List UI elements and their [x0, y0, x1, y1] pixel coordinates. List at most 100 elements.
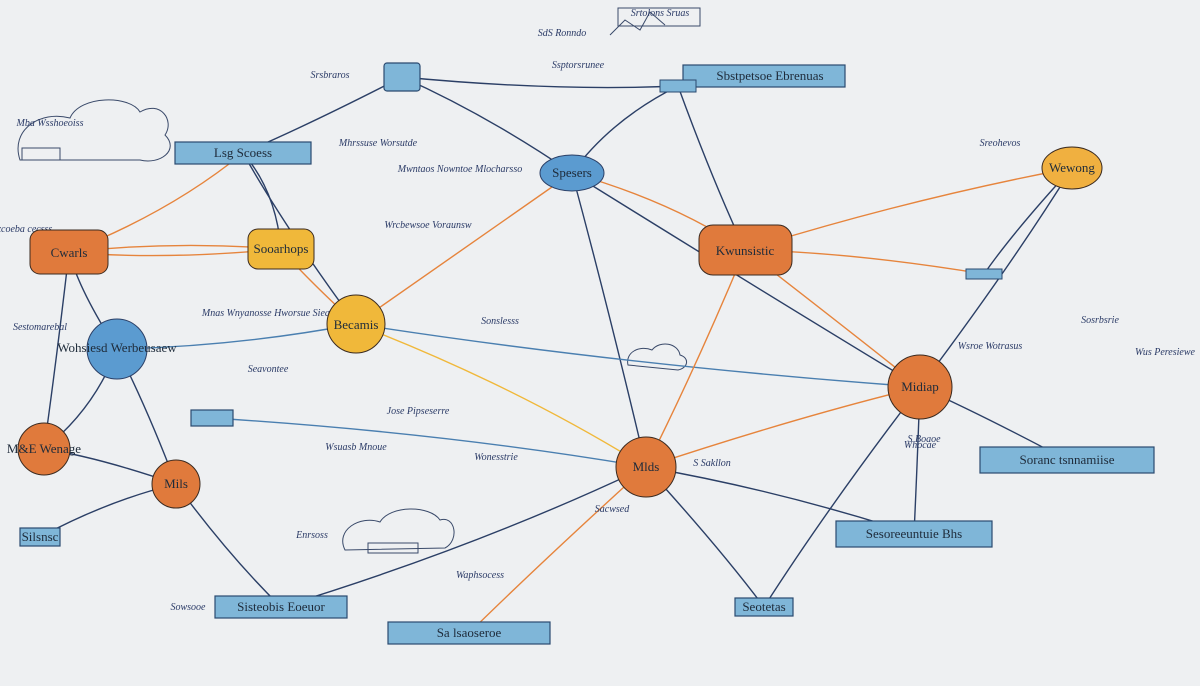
- box-bhs[interactable]: Sesoreeuntuie Bhs: [835, 520, 993, 548]
- box-scoess-label: Lsg Scoess: [214, 145, 272, 160]
- annotation-a9: Jose Pipseserre: [387, 406, 450, 417]
- box-small-mid-shape: [659, 79, 697, 93]
- cloud-sketch-bottom: [342, 508, 455, 551]
- edge-sp-bt: [571, 172, 647, 468]
- annotation-a6: Mwntaos Nowntoe Mlocharsso: [397, 164, 522, 175]
- annotation-a8: Mnas Wnyanosse Hworsue Sieaaet: [201, 308, 342, 319]
- node-mlds-label: Mlds: [633, 459, 660, 474]
- edge-t1-m1: [401, 76, 679, 89]
- box-scoess-shape: [174, 141, 312, 165]
- annotation-a13: Sreohevos: [980, 138, 1021, 149]
- annotation-a10: Wonesstrie: [474, 452, 518, 463]
- box-bhs-shape: [835, 520, 993, 548]
- annotation-a3: Srsbraros: [310, 70, 349, 81]
- edge-md-bt: [645, 386, 921, 468]
- sketch-rect-cloud: [21, 147, 61, 161]
- box-bhs-label: Sesoreeuntuie Bhs: [866, 526, 962, 541]
- node-sooarhops-label: Sooarhops: [254, 241, 309, 256]
- edge-t1-sp: [401, 76, 573, 174]
- annotation-a22: Wsroe Wotrasus: [958, 341, 1023, 352]
- sketch-rect-top: [617, 7, 701, 27]
- edge-ce-md: [355, 323, 921, 388]
- node-wenage-shape: [17, 422, 71, 476]
- node-wenage-label: M&E Wenage: [7, 441, 81, 456]
- node-spesers-shape: [539, 154, 605, 192]
- box-small-right-shape: [965, 268, 1003, 280]
- box-tsnnamiise[interactable]: Soranc tsnnamiise: [979, 446, 1155, 474]
- node-kwunsistic-shape: [698, 224, 793, 276]
- node-werbeusaew-shape: [86, 318, 148, 380]
- node-wewong-label: Wewong: [1049, 160, 1095, 175]
- node-wenage[interactable]: M&E Wenage: [7, 422, 81, 476]
- cloud-sketch-top-left: [17, 99, 171, 162]
- node-mils-shape: [151, 459, 201, 509]
- node-sooarhops[interactable]: Sooarhops: [247, 228, 315, 270]
- node-becamis-label: Becamis: [334, 317, 379, 332]
- box-silsnsc[interactable]: Silsnsc: [19, 527, 61, 547]
- box-small-top-shape: [383, 62, 421, 92]
- annotation-a7: Sonslesss: [481, 316, 519, 327]
- annotation-a5: Wrcbewsoe Voraunsw: [384, 220, 471, 231]
- node-kwunsistic-label: Kwunsistic: [716, 243, 775, 258]
- annotation-a25: S Sakllon: [693, 458, 731, 469]
- annotation-a11: Seavontee: [248, 364, 289, 375]
- sketch-layer: [17, 7, 701, 554]
- node-becamis[interactable]: Becamis: [326, 294, 386, 354]
- sketch-rect-bottom: [367, 542, 419, 554]
- node-sooarhops-shape: [247, 228, 315, 270]
- box-lsaoseroe-shape: [387, 621, 551, 645]
- box-ebrenuas-label: Sbstpetsoe Ebrenuas: [716, 68, 823, 83]
- node-spesers[interactable]: Spesers: [539, 154, 605, 192]
- node-kwunsistic[interactable]: Kwunsistic: [698, 224, 793, 276]
- node-werbeusaew-label: Wohsiesd Werbeusaew: [57, 340, 177, 355]
- annotation-layer: SdS RonndoSsptorsruneeSrsbrarosMhrssuse …: [0, 8, 1196, 613]
- annotation-a4: Mhrssuse Worsutde: [338, 138, 418, 149]
- box-seotetas[interactable]: Seotetas: [734, 597, 794, 617]
- edge-b5-bt: [280, 466, 647, 608]
- edge-sp-ce: [355, 172, 573, 325]
- node-mils[interactable]: Mils: [151, 459, 201, 509]
- box-lsaoseroe-label: Sa lsaoseroe: [437, 625, 502, 640]
- annotation-a14: Mba Wsshoeoiss: [16, 118, 84, 129]
- box-seotetas-label: Seotetas: [742, 599, 785, 614]
- node-midiap-label: Midiap: [901, 379, 939, 394]
- node-mlds-shape: [615, 436, 677, 498]
- node-werbeusaew[interactable]: Wohsiesd Werbeusaew: [57, 318, 177, 380]
- box-eoeuor[interactable]: Sisteobis Eoeuor: [214, 595, 348, 619]
- box-tsnnamiise-shape: [979, 446, 1155, 474]
- node-cwarls[interactable]: Cwarls: [29, 229, 109, 275]
- node-cwarls-label: Cwarls: [51, 245, 88, 260]
- box-ebrenuas-shape: [682, 64, 846, 88]
- box-scoess[interactable]: Lsg Scoess: [174, 141, 312, 165]
- node-spesers-label: Spesers: [552, 165, 592, 180]
- box-lsaoseroe[interactable]: Sa lsaoseroe: [387, 621, 551, 645]
- node-wewong[interactable]: Wewong: [1041, 146, 1103, 190]
- node-mlds[interactable]: Mlds: [615, 436, 677, 498]
- edge-bt-b6: [468, 466, 647, 634]
- box-layer: Lsg Scoess Sbstpetsoe Ebrenuas Soranc ts…: [19, 62, 1155, 645]
- box-eoeuor-shape: [214, 595, 348, 619]
- annotation-a21: Waphsocess: [456, 570, 504, 581]
- box-small-left-shape: [190, 409, 234, 427]
- edge-tr-md: [919, 167, 1073, 388]
- annotation-a24: Sosrbsrie: [1081, 315, 1119, 326]
- node-cwarls-shape: [29, 229, 109, 275]
- node-wewong-shape: [1041, 146, 1103, 190]
- annotation-a1: SdS Ronndo: [538, 28, 587, 39]
- annotation-a2: Ssptorsrunee: [552, 60, 605, 71]
- edge-ce-bt: [355, 323, 647, 468]
- box-silsnsc-shape: [19, 527, 61, 547]
- node-mils-label: Mils: [164, 476, 188, 491]
- annotation-a18: S Boaoe: [907, 434, 941, 445]
- annotation-a19: Enrsoss: [295, 530, 328, 541]
- node-midiap-shape: [887, 354, 953, 420]
- node-layer: Cwarls Sooarhops Becamis Spesers Kwunsis…: [7, 146, 1103, 509]
- edge-kn-bt: [645, 249, 746, 468]
- box-small-left[interactable]: [190, 409, 234, 427]
- edge-sp-md: [571, 172, 921, 388]
- node-midiap[interactable]: Midiap: [887, 354, 953, 420]
- box-ebrenuas[interactable]: Sbstpetsoe Ebrenuas: [682, 64, 846, 88]
- annotation-a16: Sestomarebal: [13, 322, 67, 333]
